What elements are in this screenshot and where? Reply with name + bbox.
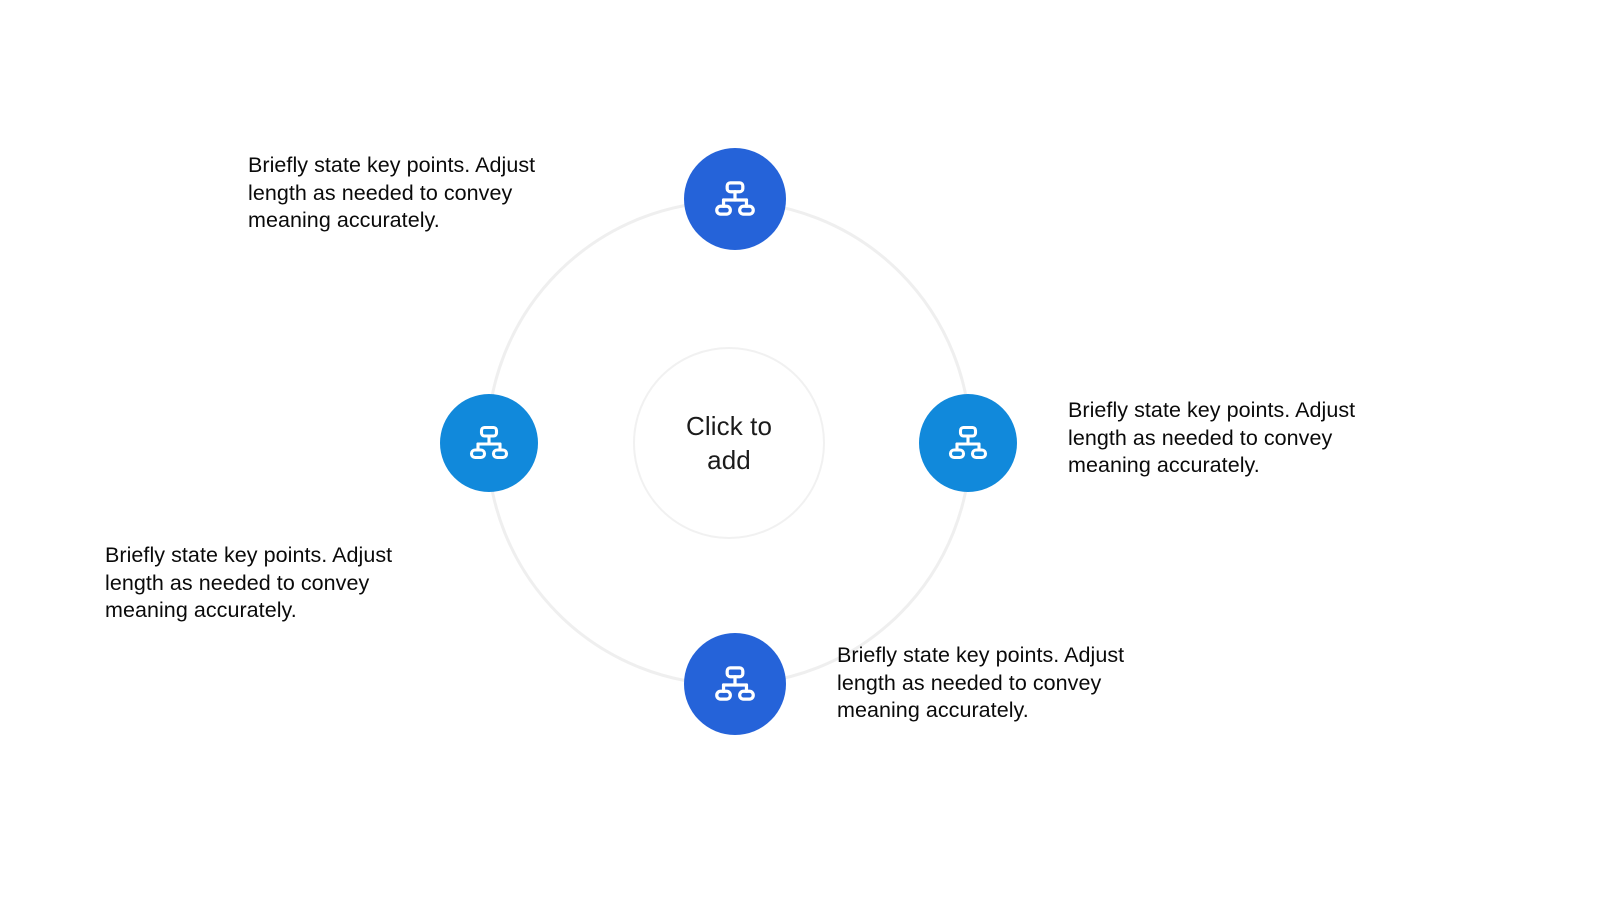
hierarchy-icon: [710, 174, 760, 224]
caption-top[interactable]: Briefly state key points. Adjust length …: [248, 153, 536, 232]
node-circle-bottom[interactable]: [684, 633, 786, 735]
center-click-to-add-placeholder[interactable]: Click to add: [685, 411, 773, 475]
inner-ring: [633, 347, 825, 539]
caption-left[interactable]: Briefly state key points. Adjust length …: [105, 543, 393, 622]
node-circle-left[interactable]: [440, 394, 538, 492]
node-circle-right[interactable]: [919, 394, 1017, 492]
hierarchy-icon: [710, 659, 760, 709]
caption-right[interactable]: Briefly state key points. Adjust length …: [1068, 398, 1356, 477]
caption-bottom[interactable]: Briefly state key points. Adjust length …: [837, 643, 1125, 722]
node-circle-top[interactable]: [684, 148, 786, 250]
hierarchy-icon: [465, 419, 513, 467]
hierarchy-icon: [944, 419, 992, 467]
